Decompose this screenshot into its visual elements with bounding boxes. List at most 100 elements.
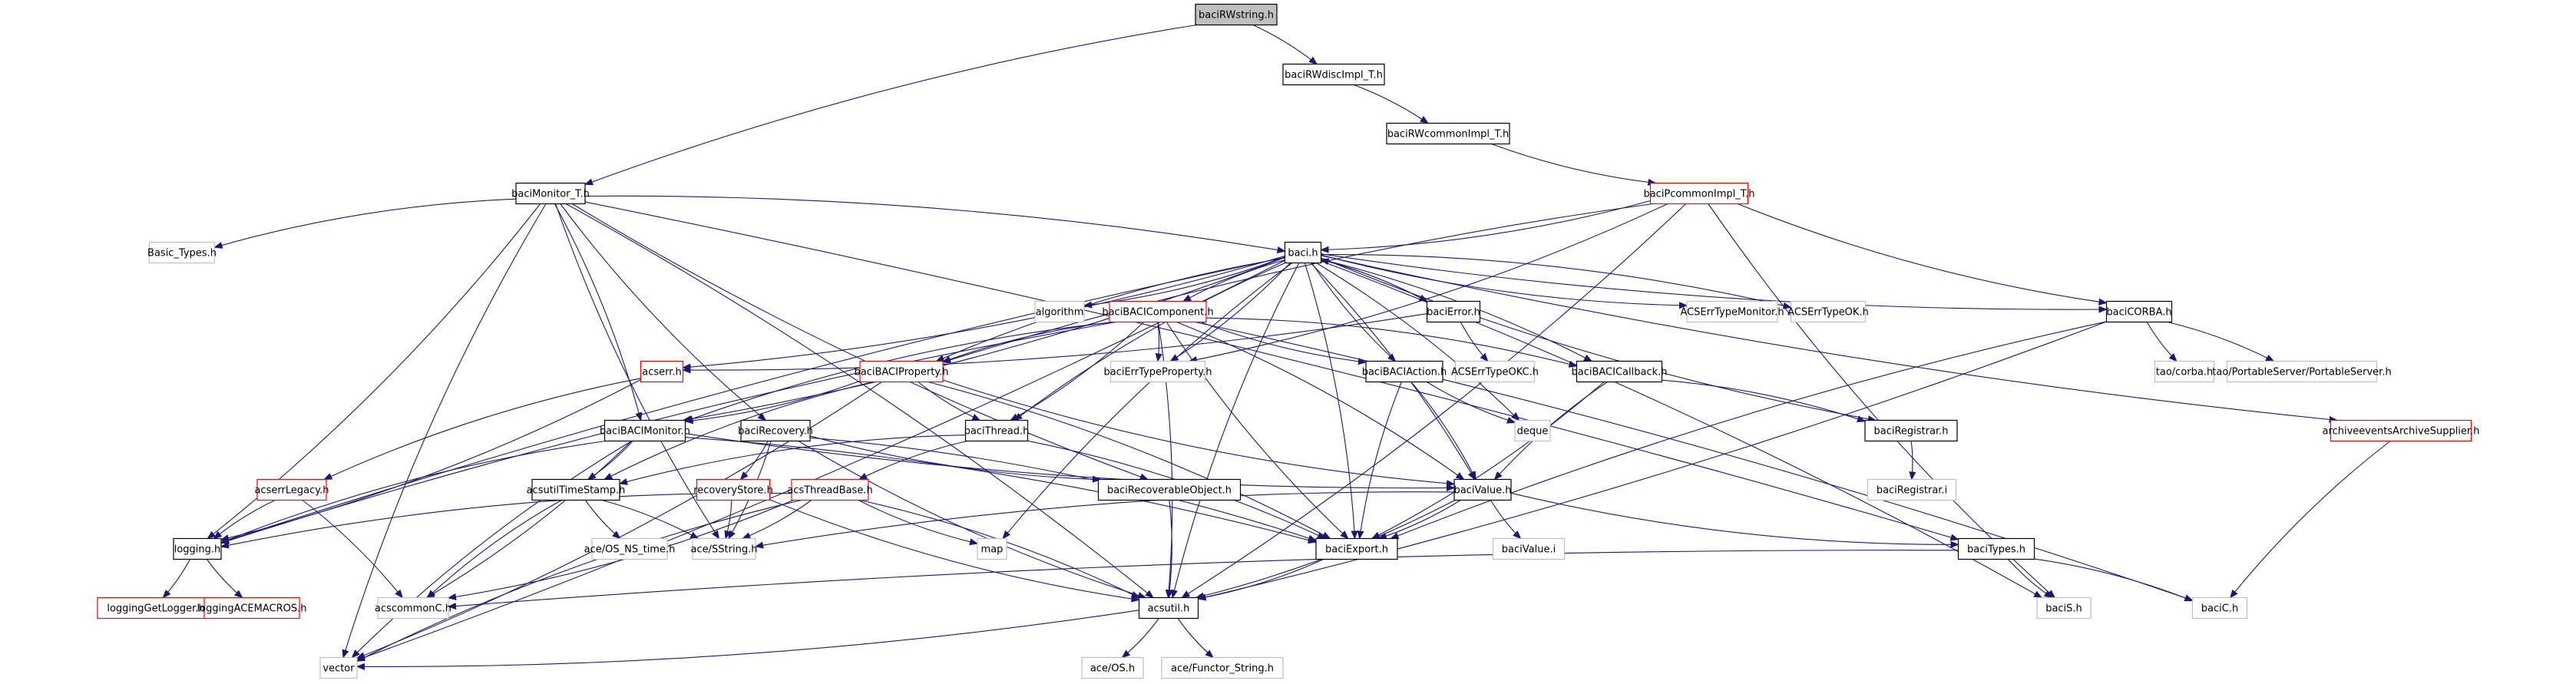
graph-node-bacivalue[interactable]: baciValue.h [1453, 478, 1512, 501]
edge-bacibacimonitor-to-acscommonc [427, 441, 632, 598]
node-box [1109, 300, 1207, 323]
edge-acsutil-to-vector [357, 610, 1139, 667]
graph-node-bacirwcommonimpl-t[interactable]: baciRWcommonImpl_T.h [1386, 122, 1510, 145]
graph-node-acsutil[interactable]: acsutil.h [1138, 596, 1199, 620]
edge-baci-to-bacibaciaction [1311, 263, 1396, 362]
node-box [377, 596, 449, 620]
node-label: baciBACIComponent.h [1102, 307, 1213, 319]
edge-bacithread-to-acsthreadbase [859, 440, 968, 480]
edge-bacibacimonitor-to-baciexport [685, 437, 1317, 543]
node-label: recoveryStore.h [693, 485, 773, 497]
edge-bacirecoverableobject-to-acsutil [1169, 500, 1172, 598]
edge-acsthreadbase-to-map [858, 500, 977, 544]
graph-node-bacierror[interactable]: baciError.h [1426, 300, 1481, 323]
node-box [1492, 537, 1566, 560]
graph-node-tao-corba: tao/corba.h [2154, 360, 2215, 383]
node-box [1864, 419, 1958, 442]
graph-node-bacibacicomponent[interactable]: baciBACIComponent.h [1102, 300, 1214, 323]
edge-bacipcommonimpl-t-to-bacicorba [1737, 203, 2106, 303]
edge-baci-to-acsutil [1172, 263, 1300, 598]
node-label: baciRecoverableObject.h [1107, 485, 1232, 497]
edge-bacibacicomponent-to-bacibacicallback [1205, 317, 1577, 366]
node-label: baciRWcommonImpl_T.h [1387, 129, 1510, 140]
node-box [2154, 360, 2215, 383]
graph-node-bacibacicallback[interactable]: baciBACICallback.h [1571, 360, 1668, 383]
graph-node-bacivalue-i: baciValue.i [1492, 537, 1566, 560]
edge-baci-to-map [1003, 263, 1293, 539]
node-box [97, 596, 215, 620]
graph-node-loggingacemacros[interactable]: loggingACEMACROS.h [197, 596, 307, 620]
node-label: baciRecovery.h [738, 426, 813, 438]
graph-node-bacibaciproperty[interactable]: baciBACIProperty.h [855, 360, 949, 383]
graph-node-bacirwstring[interactable]: baciRWstring.h [1195, 3, 1278, 26]
node-box [591, 537, 668, 560]
edge-bacibacicomponent-to-baciexport [1166, 322, 1348, 539]
edge-baci-to-bacithread [1014, 262, 1286, 421]
graph-node-bacitypes[interactable]: baciTypes.h [1957, 537, 2035, 560]
edge-bacipcommonimpl-t-to-acsutil [1182, 203, 1687, 598]
node-box [1282, 63, 1385, 86]
graph-node-baciregistrar[interactable]: baciRegistrar.h [1864, 419, 1958, 442]
node-label: tao/corba.h [2156, 367, 2213, 378]
edge-bacibaciaction-to-baciexport [1360, 382, 1402, 539]
graph-node-acsthreadbase[interactable]: acsThreadBase.h [787, 478, 873, 501]
node-box [740, 419, 811, 442]
graph-node-bacibacimonitor[interactable]: baciBACIMonitor.h [600, 419, 690, 442]
edge-bacibaciproperty-to-acsutiltimestamp [604, 381, 873, 480]
edge-baci-to-acserrtypeok [1321, 253, 1791, 308]
edge-bacibaciproperty-to-bacithread [918, 382, 980, 421]
node-box [1097, 478, 1242, 501]
graph-node-archiveeventsarchivesupplier[interactable]: archiveeventsArchiveSupplier.h [2323, 419, 2480, 442]
edge-bacibacicomponent-to-bacibacimonitor [686, 321, 1113, 421]
node-box [1161, 656, 1284, 679]
node-label: tao/PortableServer/PortableServer.h [2212, 367, 2391, 378]
node-label: ace/OS.h [1090, 663, 1135, 675]
edge-acsutiltimestamp-to-acscommonc [428, 500, 562, 598]
node-box [1386, 122, 1510, 145]
edge-bacirwstring-to-bacimonitor-t [585, 24, 1197, 185]
node-label: baciThread.h [964, 426, 1030, 438]
graph-node-bacirecovery[interactable]: baciRecovery.h [738, 419, 813, 442]
node-box [1034, 300, 1085, 323]
graph-node-baciexport[interactable]: baciExport.h [1315, 537, 1398, 560]
graph-node-bacirecoverableobject[interactable]: baciRecoverableObject.h [1097, 478, 1242, 501]
graph-node-acserr[interactable]: acserr.h [640, 360, 684, 383]
graph-node-ace-sstring: ace/SString.h [691, 537, 757, 560]
edge-acserrlegacy-to-acscommonc [302, 500, 402, 598]
graph-node-bacimonitor-t[interactable]: baciMonitor_T.h [511, 182, 590, 205]
edge-bacibacicomponent-to-bacithread [1010, 322, 1145, 421]
graph-node-baci[interactable]: baci.h [1284, 241, 1322, 264]
node-box [1365, 360, 1443, 383]
node-label: ace/OS_NS_time.h [584, 544, 676, 556]
edge-acsutiltimestamp-to-ace-os-ns-time [584, 500, 620, 539]
node-label: baciBACIProperty.h [855, 367, 949, 378]
graph-node-logging[interactable]: logging.h [173, 537, 222, 560]
graph-node-bacibaciaction[interactable]: baciBACIAction.h [1362, 360, 1447, 383]
graph-node-bacipcommonimpl-t[interactable]: baciPcommonImpl_T.h [1643, 182, 1755, 205]
edge-bacibacicomponent-to-bacierrtypeproperty [1158, 322, 1159, 362]
graph-node-recoverystore[interactable]: recoveryStore.h [693, 478, 773, 501]
graph-node-bacithread[interactable]: baciThread.h [964, 419, 1030, 442]
edge-bacibacicomponent-to-bacibaciaction [1200, 321, 1366, 362]
node-box [1109, 360, 1206, 383]
edge-bacibacicomponent-to-bacivalue [1176, 321, 1464, 480]
node-box [603, 419, 686, 442]
graph-node-bacicorba[interactable]: baciCORBA.h [2105, 300, 2173, 323]
edge-baci-to-archiveeventsarchivesupplier [1321, 255, 2337, 421]
node-label: acsutilTimeStamp.h [527, 485, 626, 497]
node-box [1315, 537, 1398, 560]
node-box [696, 478, 771, 501]
edge-bacimonitor-t-to-vector [343, 203, 547, 658]
node-label: loggingACEMACROS.h [197, 603, 307, 615]
node-label: loggingGetLogger.h [107, 603, 204, 615]
graph-node-logginggetlogger[interactable]: loggingGetLogger.h [97, 596, 215, 620]
graph-node-acserrlegacy[interactable]: acserrLegacy.h [255, 478, 329, 501]
graph-node-acsutiltimestamp[interactable]: acsutilTimeStamp.h [527, 478, 626, 501]
graph-node-acserrtypemonitor: ACSErrTypeMonitor.h [1680, 300, 1784, 323]
graph-node-bacirwdiscimpl-t[interactable]: baciRWdiscImpl_T.h [1282, 63, 1385, 86]
edge-bacirecovery-to-acsutil [798, 441, 1146, 598]
edge-bacithread-to-acsutiltimestamp [620, 435, 966, 484]
node-label: ACSErrTypeMonitor.h [1680, 307, 1784, 319]
graph-node-ace-os: ace/OS.h [1081, 656, 1144, 679]
edge-bacipcommonimpl-t-to-bacibaciproperty [943, 203, 1653, 362]
